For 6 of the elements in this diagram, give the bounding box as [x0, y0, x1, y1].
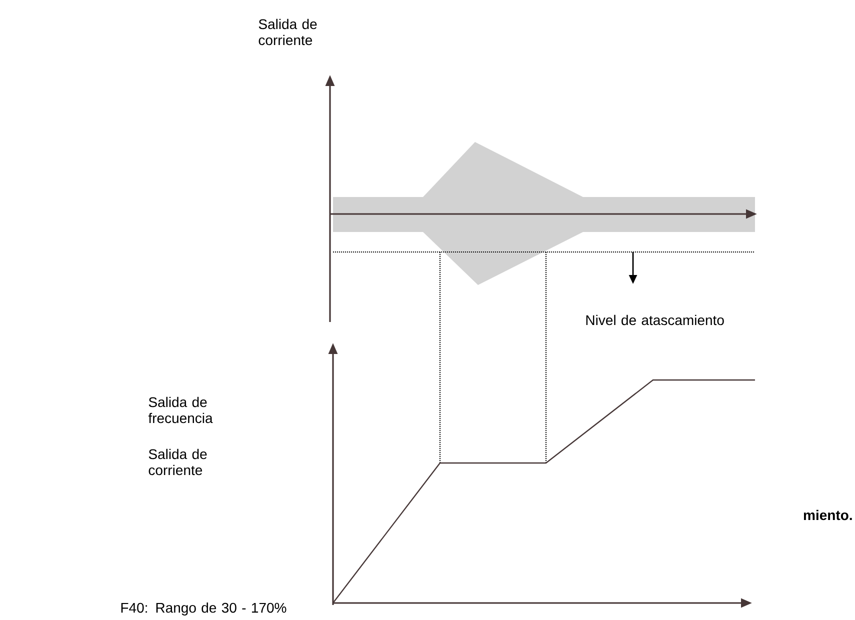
axis-label: Salida de corriente: [148, 448, 207, 476]
axis-label: miento.: [804, 510, 852, 520]
axis-label: F40: Rango de 30 - 170%: [121, 602, 286, 616]
axis-label: Salida de frecuencia: [148, 396, 213, 424]
axis-label: Salida de corriente: [258, 18, 317, 46]
axis-label: Nivel de atascamiento: [586, 314, 724, 326]
